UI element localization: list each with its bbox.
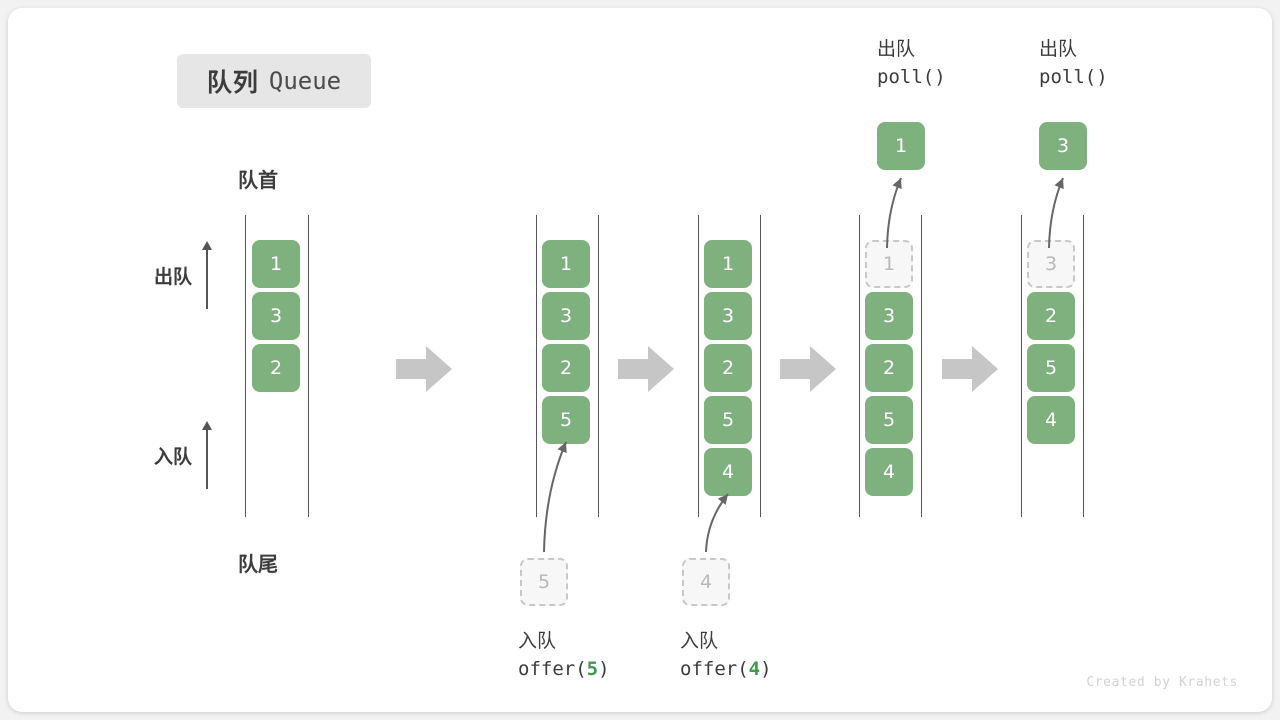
title-badge: 队列 Queue (177, 54, 371, 108)
queue-cell-solid: 4 (865, 448, 913, 496)
queue-cell-solid: 3 (865, 292, 913, 340)
op-caption-after-poll-1: 出队 poll() (877, 36, 946, 91)
transition-arrow-icon (942, 346, 998, 392)
queue-cell-solid: 1 (542, 240, 590, 288)
op-caption-call: poll() (1039, 65, 1108, 88)
side-op-enqueue: 入队 (154, 421, 213, 489)
op-caption-line1: 入队 (518, 630, 557, 652)
footer-credit: Created by Krahets (1086, 675, 1238, 690)
side-op-dequeue-label: 出队 (154, 265, 193, 288)
queue-cell-solid: 3 (542, 292, 590, 340)
up-arrow-icon (201, 241, 213, 309)
queue-rail (598, 215, 599, 517)
queue-cell-solid: 5 (865, 396, 913, 444)
poll-arrow (1048, 177, 1064, 249)
queue-rail (536, 215, 537, 517)
queue-cell-solid: 2 (865, 344, 913, 392)
up-arrow-icon (201, 421, 213, 489)
queue-tail-label: 队尾 (238, 552, 278, 576)
queue-cell-solid: 2 (1027, 292, 1075, 340)
queue-rail (245, 215, 246, 517)
queue-cell-solid: 4 (704, 448, 752, 496)
side-op-enqueue-label: 入队 (154, 445, 193, 468)
offer-arrow (543, 441, 567, 553)
op-caption-after-poll-3: 出队 poll() (1039, 36, 1108, 91)
queue-rail (308, 215, 309, 517)
transition-arrow-icon (396, 346, 452, 392)
op-caption-call: offer(5) (518, 657, 610, 680)
queue-rail (1021, 215, 1022, 517)
op-caption-call: poll() (877, 65, 946, 88)
queue-cell-solid: 3 (704, 292, 752, 340)
incoming-cell: 5 (520, 558, 568, 606)
title-en: Queue (268, 67, 342, 95)
queue-head-label: 队首 (238, 168, 278, 192)
op-caption-line1: 出队 (1039, 38, 1078, 60)
queue-cell-ghost: 3 (1027, 240, 1075, 288)
polled-cell: 3 (1039, 122, 1087, 170)
op-caption-after-offer-5: 入队 offer(5) (518, 628, 610, 683)
op-caption-arg: 4 (748, 657, 761, 680)
incoming-cell: 4 (682, 558, 730, 606)
queue-rail (698, 215, 699, 517)
queue-rail (760, 215, 761, 517)
queue-cell-solid: 4 (1027, 396, 1075, 444)
offer-arrow (705, 493, 729, 553)
queue-cell-solid: 2 (252, 344, 300, 392)
title-cn: 队列 (206, 68, 259, 97)
op-caption-arg: 5 (586, 657, 599, 680)
op-caption-line1: 出队 (877, 38, 916, 60)
queue-cell-solid: 2 (542, 344, 590, 392)
transition-arrow-icon (618, 346, 674, 392)
queue-cell-solid: 5 (704, 396, 752, 444)
queue-cell-ghost: 1 (865, 240, 913, 288)
queue-rail (1083, 215, 1084, 517)
queue-rail (859, 215, 860, 517)
polled-cell: 1 (877, 122, 925, 170)
op-caption-after-offer-4: 入队 offer(4) (680, 628, 772, 683)
op-caption-call: offer(4) (680, 657, 772, 680)
op-caption-line1: 入队 (680, 630, 719, 652)
side-op-dequeue: 出队 (154, 241, 213, 309)
queue-cell-solid: 5 (542, 396, 590, 444)
queue-rail (921, 215, 922, 517)
queue-cell-solid: 2 (704, 344, 752, 392)
queue-cell-solid: 1 (252, 240, 300, 288)
poll-arrow (886, 177, 902, 249)
queue-cell-solid: 5 (1027, 344, 1075, 392)
queue-cell-solid: 3 (252, 292, 300, 340)
queue-cell-solid: 1 (704, 240, 752, 288)
transition-arrow-icon (780, 346, 836, 392)
